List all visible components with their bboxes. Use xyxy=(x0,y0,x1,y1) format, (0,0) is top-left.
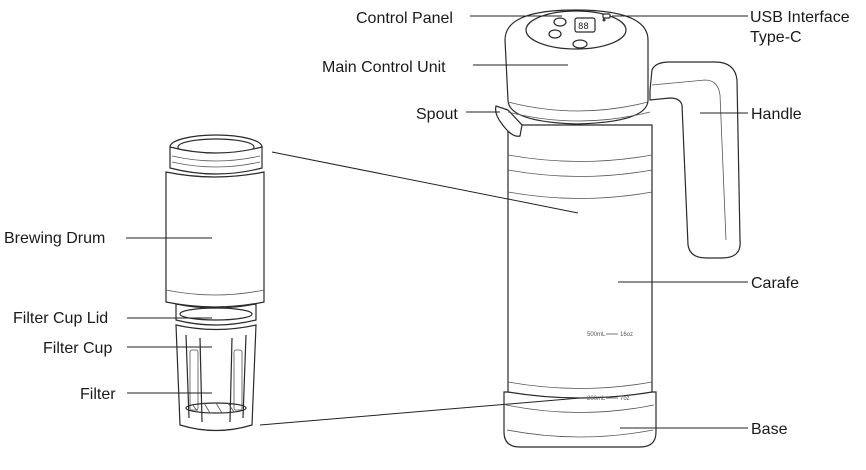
label-filter: Filter xyxy=(80,386,212,403)
cage-bar-3 xyxy=(229,337,233,423)
label-main-control-unit: Main Control Unit xyxy=(322,59,568,76)
base-ring-2 xyxy=(506,429,654,438)
svg-text:500mL: 500mL xyxy=(587,332,606,338)
control-unit-top xyxy=(525,10,627,50)
label-usb-interface: USB Interface Type-C xyxy=(612,9,850,46)
brew-assembly xyxy=(165,134,265,432)
button-3 xyxy=(572,39,588,49)
svg-text:USB Interface: USB Interface xyxy=(750,9,850,26)
control-unit-rim-2 xyxy=(507,111,651,122)
svg-text:Filter: Filter xyxy=(80,386,116,403)
base-ring xyxy=(505,404,655,413)
label-filter-cup-lid: Filter Cup Lid xyxy=(13,310,212,327)
svg-text:Filter Cup: Filter Cup xyxy=(43,340,112,357)
svg-text:Filter Cup Lid: Filter Cup Lid xyxy=(13,310,108,327)
volume-marking-500: 500mL 16oz xyxy=(587,332,633,338)
carafe-band-2 xyxy=(507,169,653,177)
usb-port xyxy=(602,13,611,19)
svg-text:Spout: Spout xyxy=(416,106,458,123)
button-2 xyxy=(548,29,562,39)
svg-text:Main Control Unit: Main Control Unit xyxy=(322,59,446,76)
thread-1 xyxy=(171,155,261,162)
thread-2 xyxy=(171,161,261,168)
handle-inner-edge xyxy=(651,79,727,241)
svg-text:Type-C: Type-C xyxy=(750,29,802,46)
indicator-dot xyxy=(602,18,606,22)
filter-mesh-lines xyxy=(191,402,235,414)
svg-text:7oz: 7oz xyxy=(620,396,630,402)
svg-text:16oz: 16oz xyxy=(620,332,633,338)
assembly-guide-top xyxy=(271,151,579,214)
label-spout: Spout xyxy=(416,106,500,123)
svg-text:200mL: 200mL xyxy=(587,396,606,402)
display-digits: 88 xyxy=(578,22,589,32)
control-unit-rim xyxy=(507,101,649,112)
assembly-guide-bottom xyxy=(259,397,581,426)
label-base: Base xyxy=(620,421,788,438)
label-control-panel: Control Panel xyxy=(356,10,562,27)
cage-bar-1 xyxy=(185,334,190,419)
label-filter-cup: Filter Cup xyxy=(43,340,212,357)
display-window xyxy=(574,17,596,33)
cage-bar-4 xyxy=(242,334,247,419)
cage-bar-2 xyxy=(199,337,203,423)
filter-lid-top xyxy=(179,307,253,321)
svg-text:Control Panel: Control Panel xyxy=(356,10,453,27)
label-handle: Handle xyxy=(700,106,802,123)
main-control-unit-shape xyxy=(504,9,649,125)
handle-shape xyxy=(649,61,741,259)
drum-band xyxy=(165,289,265,296)
carafe-body xyxy=(507,124,653,399)
cage-window-2 xyxy=(233,349,243,411)
svg-text:Handle: Handle xyxy=(751,106,802,123)
cage-window-1 xyxy=(189,349,199,411)
drum-neck xyxy=(169,146,263,175)
carafe-band-1 xyxy=(507,154,653,162)
carafe-band-4 xyxy=(507,381,653,389)
button-1 xyxy=(553,17,567,27)
spout-shape xyxy=(495,105,523,137)
base-shape xyxy=(503,391,657,448)
svg-text:Brewing Drum: Brewing Drum xyxy=(4,230,105,247)
svg-text:Carafe: Carafe xyxy=(751,275,799,292)
carafe-band-3 xyxy=(507,191,653,199)
svg-text:Base: Base xyxy=(751,421,788,438)
control-panel: 88 xyxy=(548,13,611,49)
volume-marking-200: 200mL 7oz xyxy=(587,396,630,402)
carafe-assembly: 88 500mL 16oz 200mL 7oz xyxy=(495,9,741,448)
label-carafe: Carafe xyxy=(618,275,799,292)
label-brewing-drum: Brewing Drum xyxy=(4,230,212,247)
brewing-drum-body xyxy=(165,171,265,308)
